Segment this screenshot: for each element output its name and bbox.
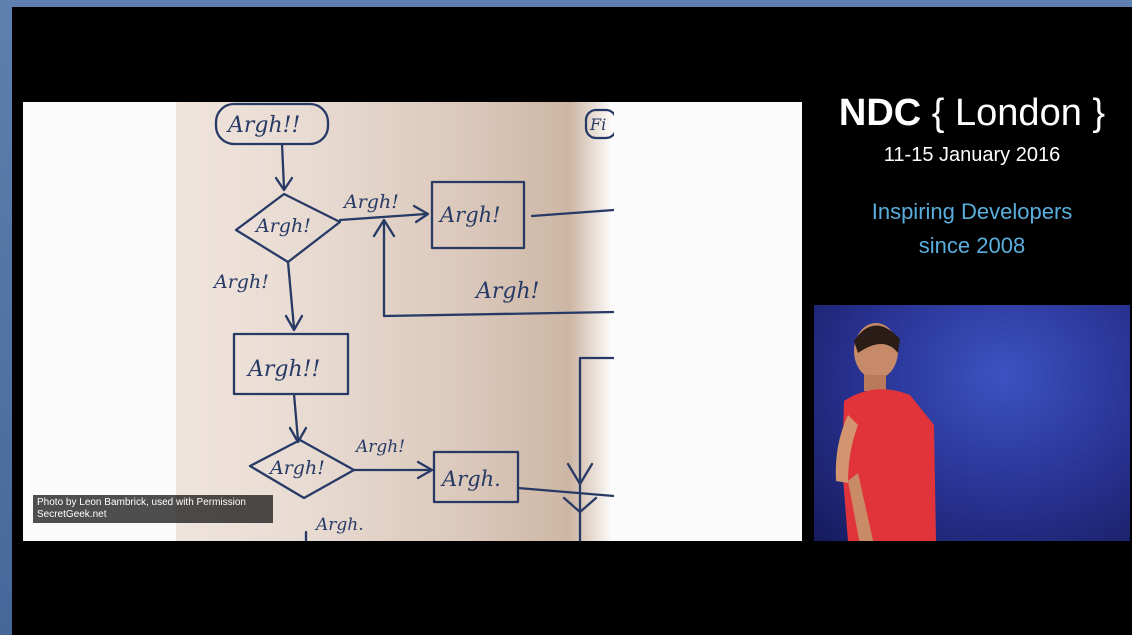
flow-node-partial bbox=[584, 108, 614, 140]
flow-node-partial-label: Fi bbox=[589, 115, 606, 134]
presentation-slide: Argh!! Argh! Argh! Argh! Argh! Argh! bbox=[23, 102, 802, 541]
flow-edge-label-5: Argh. bbox=[314, 515, 364, 535]
tagline-line1: Inspiring Developers bbox=[871, 199, 1073, 224]
conference-name-bold: NDC bbox=[838, 92, 922, 134]
conference-name-city: { London } bbox=[931, 92, 1106, 134]
flow-edge-label-3: Argh! bbox=[212, 271, 269, 293]
flow-decision-2-label: Argh! bbox=[268, 457, 325, 479]
flow-edge-label-2: Argh! bbox=[474, 279, 540, 304]
flow-process-2 bbox=[232, 332, 350, 396]
flow-decision-1 bbox=[234, 192, 342, 264]
speaker-camera-feed bbox=[814, 305, 1130, 541]
flow-node-start-label: Argh!! bbox=[226, 113, 300, 138]
flow-process-1 bbox=[430, 180, 526, 250]
flow-process-2-label: Argh!! bbox=[246, 357, 320, 382]
speaker-figure bbox=[835, 323, 936, 541]
tagline-line2: since 2008 bbox=[918, 233, 1026, 258]
flow-process-1-label: Argh! bbox=[438, 203, 501, 227]
conference-title: NDC { London } bbox=[812, 92, 1132, 134]
photo-credit: Photo by Leon Bambrick, used with Permis… bbox=[33, 495, 273, 523]
flow-edge-label-1: Argh! bbox=[342, 191, 399, 213]
photo-credit-line2: SecretGeek.net bbox=[37, 509, 107, 520]
photo-credit-line1: Photo by Leon Bambrick, used with Permis… bbox=[37, 497, 246, 508]
speaker-shirt bbox=[842, 389, 936, 541]
flow-node-start bbox=[214, 102, 330, 146]
flow-edge-label-4: Argh! bbox=[354, 437, 405, 457]
flow-decision-1-label: Argh! bbox=[254, 215, 311, 237]
flowchart-drawing: Argh!! Argh! Argh! Argh! Argh! Argh! bbox=[212, 102, 614, 541]
conference-dates: 11-15 January 2016 bbox=[883, 144, 1061, 166]
conference-branding: NDC { London } 11-15 January 2016 Inspir… bbox=[812, 92, 1132, 263]
conference-tagline: Inspiring Developers since 2008 bbox=[812, 195, 1132, 263]
flow-process-3-label: Argh. bbox=[440, 467, 501, 491]
flow-process-3 bbox=[432, 450, 520, 504]
flowchart-photo: Argh!! Argh! Argh! Argh! Argh! Argh! bbox=[176, 102, 614, 541]
